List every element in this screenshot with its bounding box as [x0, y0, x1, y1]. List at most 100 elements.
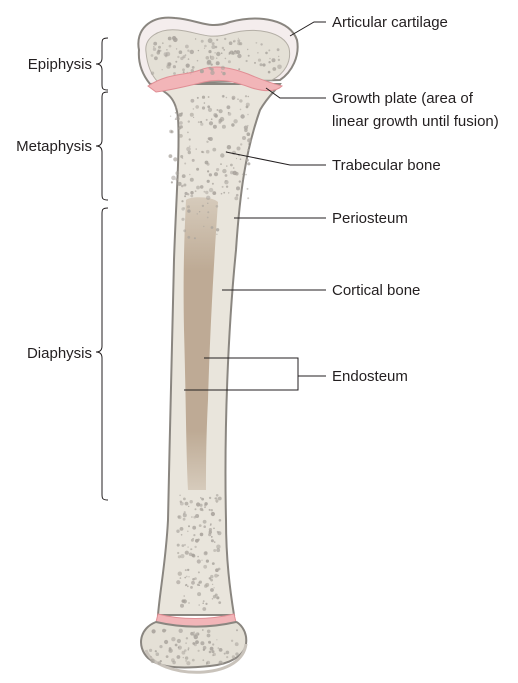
trabecular-pore [240, 109, 242, 111]
trabecular-pore [221, 71, 223, 73]
trabecular-pore [219, 661, 223, 665]
trabecular-pore [240, 158, 242, 160]
trabecular-pore [222, 47, 224, 49]
trabecular-pore [202, 659, 204, 661]
trabecular-pore [212, 584, 213, 585]
trabecular-pore [226, 651, 230, 655]
trabecular-bone-label: Trabecular bone [332, 157, 441, 174]
trabecular-pore [151, 54, 154, 57]
trabecular-pore [206, 560, 209, 563]
trabecular-pore [169, 650, 171, 652]
trabecular-pore [211, 226, 214, 229]
trabecular-pore [210, 57, 211, 58]
trabecular-pore [212, 650, 215, 653]
trabecular-pore [232, 96, 236, 100]
trabecular-pore [269, 58, 271, 60]
trabecular-pore [220, 117, 225, 122]
trabecular-pore [166, 655, 169, 658]
trabecular-pore [177, 639, 181, 643]
trabecular-pore [208, 50, 211, 53]
trabecular-pore [211, 118, 213, 120]
trabecular-pore [245, 174, 247, 176]
trabecular-pore [213, 595, 216, 598]
trabecular-pore [212, 148, 216, 152]
trabecular-pore [192, 159, 195, 162]
trabecular-pore [180, 502, 184, 506]
trabecular-pore [202, 205, 204, 207]
trabecular-pore [228, 60, 231, 63]
trabecular-pore [278, 56, 279, 57]
metaphysis-brace [96, 92, 108, 200]
trabecular-pore [227, 145, 231, 149]
trabecular-pore [237, 42, 241, 46]
trabecular-pore [216, 228, 219, 231]
trabecular-pore [204, 502, 207, 505]
trabecular-pore [209, 497, 211, 499]
trabecular-pore [176, 580, 180, 584]
trabecular-pore [200, 497, 202, 499]
trabecular-pore [195, 190, 197, 192]
trabecular-pore [176, 530, 179, 533]
trabecular-pore [257, 52, 259, 54]
trabecular-pore [206, 150, 210, 154]
trabecular-pore [215, 52, 216, 53]
trabecular-pore [162, 629, 166, 633]
trabecular-pore [236, 158, 237, 159]
trabecular-pore [207, 180, 210, 183]
trabecular-pore [192, 66, 195, 69]
trabecular-pore [205, 603, 207, 605]
trabecular-pore [190, 50, 194, 54]
trabecular-pore [277, 48, 280, 51]
trabecular-pore [222, 125, 226, 129]
trabecular-pore [211, 512, 215, 516]
trabecular-pore [155, 650, 157, 652]
trabecular-pore [195, 105, 199, 109]
trabecular-pore [152, 629, 156, 633]
trabecular-pore [247, 125, 249, 127]
trabecular-pore [203, 525, 206, 528]
trabecular-pore [216, 61, 220, 65]
trabecular-pore [170, 116, 171, 117]
trabecular-pore [188, 602, 190, 604]
articular-cartilage-label: Articular cartilage [332, 14, 448, 31]
trabecular-pore [232, 655, 235, 658]
trabecular-pore [246, 106, 249, 109]
trabecular-pore [242, 179, 243, 180]
trabecular-pore [181, 200, 183, 202]
bone-shaft [150, 84, 280, 615]
trabecular-pore [210, 68, 213, 71]
trabecular-pore [225, 174, 228, 177]
trabecular-pore [200, 508, 203, 511]
trabecular-pore [156, 652, 160, 656]
trabecular-pore [181, 534, 183, 536]
trabecular-pore [192, 659, 195, 662]
trabecular-pore [169, 647, 172, 650]
trabecular-pore [210, 647, 214, 651]
trabecular-pore [248, 96, 250, 98]
trabecular-pore [248, 143, 249, 144]
trabecular-pore [210, 579, 213, 582]
trabecular-pore [193, 117, 194, 118]
trabecular-pore [256, 42, 258, 44]
trabecular-pore [162, 69, 163, 70]
trabecular-pore [245, 95, 247, 97]
trabecular-pore [211, 539, 214, 542]
trabecular-pore [188, 647, 190, 649]
trabecular-pore [237, 147, 241, 151]
trabecular-pore [188, 151, 191, 154]
trabecular-pore [185, 642, 187, 644]
trabecular-pore [195, 514, 199, 518]
trabecular-pore [209, 651, 212, 654]
trabecular-pore [242, 174, 244, 176]
trabecular-pore [206, 56, 210, 60]
trabecular-pore [247, 114, 249, 116]
trabecular-pore [190, 73, 191, 74]
trabecular-pore [197, 559, 201, 563]
trabecular-pore [216, 545, 220, 549]
trabecular-pore [184, 511, 186, 513]
trabecular-pore [182, 157, 184, 159]
trabecular-pore [224, 38, 226, 40]
trabecular-pore [195, 38, 196, 39]
trabecular-pore [231, 123, 234, 126]
trabecular-pore [238, 38, 239, 39]
